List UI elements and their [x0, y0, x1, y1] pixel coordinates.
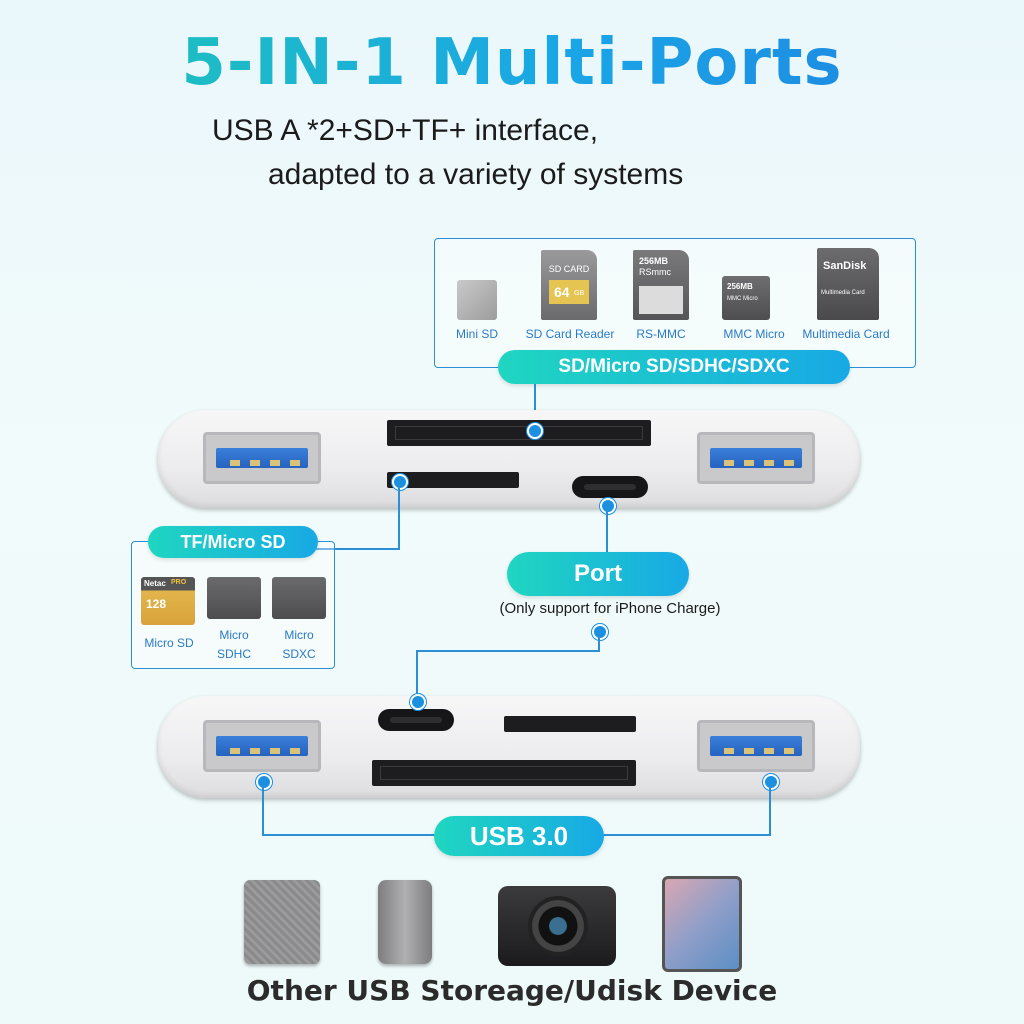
sd-card-icon: SD CARD 64 GB — [541, 250, 597, 320]
sd-format-pill: SD/Micro SD/SDHC/SDXC — [498, 350, 850, 384]
card-label-sd: SD Card Reader — [525, 327, 615, 341]
sd-card-print-3: GB — [574, 290, 585, 297]
multimedia-card-print-2: Multimedia Card — [821, 290, 865, 296]
sd-card-sticker — [549, 280, 589, 304]
rs-mmc-print-2: RSmmc — [639, 267, 671, 277]
card-label-mini-sd: Mini SD — [455, 327, 498, 341]
external-hard-drive-icon — [244, 880, 320, 964]
subtitle-line-2: adapted to a variety of systems — [268, 158, 684, 191]
portable-drive-icon — [378, 880, 432, 964]
port-connector-dot-bottom — [592, 624, 608, 640]
port-connector-line-mid-2 — [416, 650, 600, 652]
tf-connector-line-vertical — [398, 486, 400, 550]
usb-a-port-right-top — [697, 432, 815, 484]
sd-card-print-2: 64 — [554, 284, 570, 300]
sd-connector-dot — [527, 423, 543, 439]
rs-mmc-card-icon: 256MB RSmmc — [633, 250, 689, 320]
usb-a-port-left-top — [203, 432, 321, 484]
usb-connector-dot-right — [763, 774, 779, 790]
page-title: 5-IN-1 Multi-Ports — [0, 26, 1024, 100]
micro-sd-print-1: Netac — [144, 579, 166, 588]
usb-connector-line-left — [262, 786, 264, 836]
multimedia-card-icon: SanDisk Multimedia Card — [817, 248, 879, 320]
micro-sd-print-3: 128 — [146, 597, 167, 611]
type-c-port-top — [572, 476, 648, 498]
card-label-micro-sdhc: Micro SDHC — [216, 628, 251, 661]
tf-slot-bottom — [504, 716, 636, 732]
usb-3-pill: USB 3.0 — [434, 816, 604, 856]
mini-sd-card-icon — [457, 280, 497, 320]
sd-card-print-1: SD CARD — [548, 264, 590, 274]
devices-caption: Other USB Storeage/Udisk Device — [246, 974, 778, 1007]
port-pill: Port — [507, 552, 689, 596]
usb-a-port-left-bottom — [203, 720, 321, 772]
mmc-micro-card-icon: 256MB MMC Micro — [722, 276, 770, 320]
port-connector-line-mid-1 — [598, 636, 600, 652]
micro-sd-card-icon: Netac PRO 128 — [141, 577, 195, 625]
micro-sd-print-2: PRO — [171, 579, 187, 586]
port-note: (Only support for iPhone Charge) — [499, 600, 721, 617]
mmc-micro-print-1: 256MB — [727, 282, 753, 291]
card-label-rs-mmc: RS-MMC — [636, 327, 686, 341]
sd-connector-line — [534, 384, 536, 430]
smartphone-icon — [662, 876, 742, 972]
camera-lens-icon — [528, 896, 588, 956]
card-label-micro-sdxc: Micro SDXC — [282, 628, 316, 661]
micro-sdhc-card-icon — [207, 577, 261, 619]
tf-connector-dot — [392, 474, 408, 490]
card-label-mmc-micro: MMC Micro — [723, 327, 785, 341]
micro-sdxc-card-icon — [272, 577, 326, 619]
multimedia-card-print-1: SanDisk — [823, 260, 867, 272]
card-label-multimedia: Multimedia Card — [802, 327, 890, 341]
usb-connector-line-right — [769, 786, 771, 836]
card-label-micro-sd: Micro SD — [144, 636, 194, 650]
type-c-port-bottom — [378, 709, 454, 731]
rs-mmc-print-1: 256MB — [639, 256, 669, 266]
port-connector-dot-hub — [410, 694, 426, 710]
port-connector-line-mid-3 — [416, 650, 418, 702]
camera-icon — [498, 886, 616, 966]
sd-slot-bottom — [372, 760, 636, 786]
subtitle-line-1: USB A *2+SD+TF+ interface, — [212, 114, 599, 147]
mmc-micro-print-2: MMC Micro — [727, 296, 758, 302]
sd-slot-top — [387, 420, 651, 446]
tf-slot-top — [387, 472, 519, 488]
tf-format-pill: TF/Micro SD — [148, 526, 318, 558]
usb-a-port-right-bottom — [697, 720, 815, 772]
rs-mmc-label-area — [639, 286, 683, 314]
usb-connector-dot-left — [256, 774, 272, 790]
port-connector-dot-top — [600, 498, 616, 514]
tf-connector-line-horizontal — [310, 548, 400, 550]
port-connector-line-top — [606, 510, 608, 554]
